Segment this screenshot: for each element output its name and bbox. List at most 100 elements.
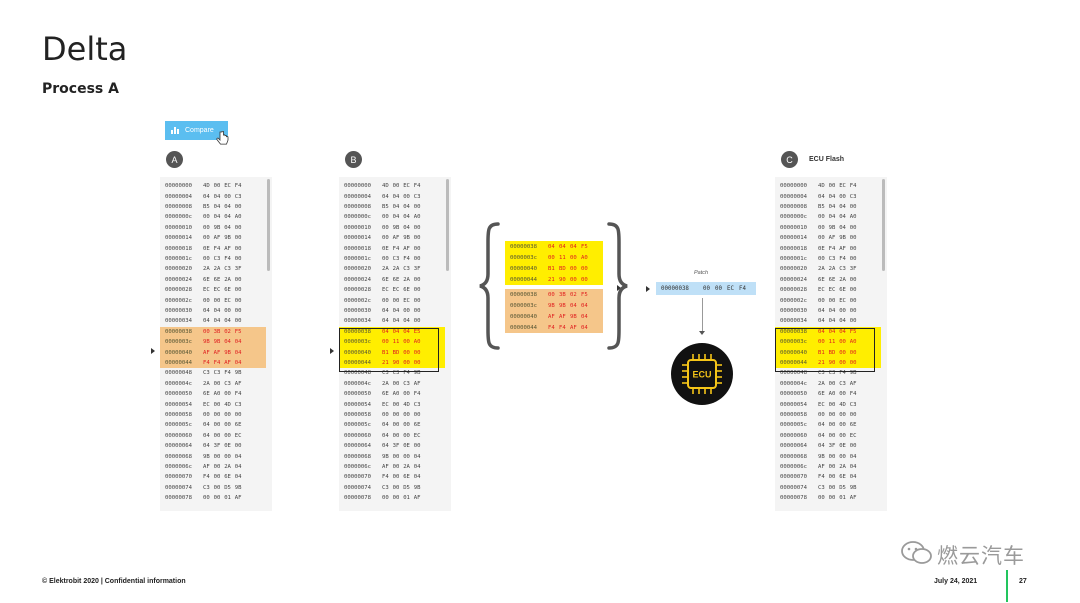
- hex-byte: 04: [828, 307, 836, 314]
- hex-byte: 04: [570, 302, 577, 309]
- hex-byte: C3: [213, 370, 221, 377]
- hex-byte: 00: [413, 224, 421, 231]
- hex-byte: 2A: [213, 266, 221, 273]
- hex-byte: AF: [224, 359, 231, 366]
- left-brace-icon: [479, 222, 500, 350]
- hex-byte: F4: [392, 245, 400, 252]
- hex-address: 00000018: [344, 245, 371, 252]
- hex-byte: F4: [839, 370, 846, 377]
- hex-byte: 0E: [839, 443, 846, 450]
- compare-button[interactable]: Compare: [165, 121, 228, 140]
- hex-byte: F4: [548, 324, 555, 331]
- scrollbar[interactable]: [882, 179, 885, 271]
- hex-byte: C3: [818, 370, 825, 377]
- hex-address: 0000003c: [510, 302, 537, 309]
- hex-byte: 9B: [828, 224, 836, 231]
- hex-byte: AF: [839, 245, 846, 252]
- hex-byte: 00: [234, 276, 242, 283]
- hex-byte: 9B: [849, 484, 857, 491]
- hex-byte: 04: [213, 193, 221, 200]
- hex-address: 00000050: [165, 391, 192, 398]
- hex-byte: 90: [828, 359, 836, 366]
- hex-address: 00000058: [344, 411, 371, 418]
- hex-byte: 04: [818, 328, 825, 335]
- hex-address: 00000064: [780, 443, 807, 450]
- hex-byte: 04: [392, 203, 400, 210]
- hex-byte: 00: [849, 276, 857, 283]
- hex-byte: 00: [413, 235, 421, 242]
- scrollbar[interactable]: [267, 179, 270, 271]
- hex-address: 0000002c: [780, 297, 807, 304]
- hex-byte: 6E: [849, 422, 857, 429]
- hex-byte: C3: [234, 193, 242, 200]
- hex-byte: AF: [413, 380, 421, 387]
- hex-byte: 00: [213, 432, 221, 439]
- hex-byte: 21: [818, 359, 825, 366]
- panel-b-badge: B: [345, 151, 362, 168]
- hex-address: 0000005c: [165, 422, 192, 429]
- hex-address: 00000010: [344, 224, 371, 231]
- hex-byte: 04: [224, 203, 231, 210]
- hex-byte: F4: [382, 474, 389, 481]
- hex-address: 00000070: [344, 474, 371, 481]
- hex-address: 00000014: [165, 235, 192, 242]
- hex-byte: 04: [203, 443, 210, 450]
- hex-address: 00000020: [165, 266, 192, 273]
- hex-byte: 2A: [818, 266, 825, 273]
- hex-address: 00000028: [165, 287, 192, 294]
- hex-byte: 04: [224, 214, 231, 221]
- hex-byte: AF: [213, 349, 221, 356]
- hex-byte: 6E: [382, 391, 389, 398]
- hex-address: 00000010: [780, 224, 807, 231]
- hex-byte: 00: [234, 287, 242, 294]
- panel-c-badge: C: [781, 151, 798, 168]
- hex-byte: 3F: [413, 266, 421, 273]
- hex-byte: 3B: [213, 328, 221, 335]
- hex-byte: AF: [828, 235, 836, 242]
- hex-byte: 00: [203, 214, 210, 221]
- hex-byte: 0E: [224, 443, 231, 450]
- hex-byte: 04: [849, 453, 857, 460]
- hex-byte: 00: [828, 380, 836, 387]
- hex-address: 00000034: [165, 318, 192, 325]
- hex-byte: 00: [548, 254, 555, 261]
- hex-byte: 3F: [392, 443, 400, 450]
- hex-byte: 9B: [234, 484, 242, 491]
- hex-byte: C3: [382, 370, 389, 377]
- hex-byte: 4D: [818, 183, 825, 190]
- hex-byte: F5: [581, 243, 588, 250]
- hex-byte: 2A: [203, 380, 210, 387]
- hex-byte: 00: [849, 349, 857, 356]
- hex-address: 00000070: [780, 474, 807, 481]
- hex-address: 00000004: [780, 193, 807, 200]
- hex-byte: 02: [224, 328, 231, 335]
- hex-address: 00000044: [510, 324, 537, 331]
- hex-byte: F4: [213, 359, 221, 366]
- hex-byte: 00: [828, 183, 836, 190]
- hex-byte: AF: [818, 463, 825, 470]
- hex-byte: F5: [849, 328, 857, 335]
- hex-byte: 00: [413, 276, 421, 283]
- hex-byte: AF: [570, 324, 577, 331]
- hex-byte: 2A: [203, 266, 210, 273]
- hex-address: 00000034: [780, 318, 807, 325]
- hex-address: 00000044: [165, 359, 192, 366]
- patch-byte: 00: [703, 285, 710, 292]
- hex-address: 00000004: [344, 193, 371, 200]
- scrollbar[interactable]: [446, 179, 449, 271]
